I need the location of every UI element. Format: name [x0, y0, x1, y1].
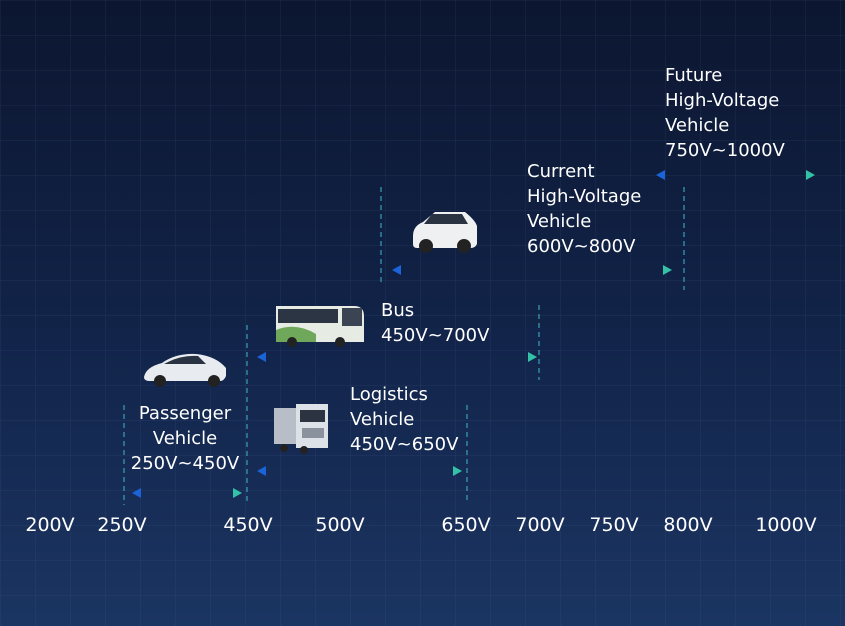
current-hv-vehicle-label: Current High-Voltage Vehicle 600V~800V [527, 159, 641, 259]
axis-tick-650v: 650V [441, 514, 491, 536]
axis-tick-700v: 700V [515, 514, 565, 536]
label-line: Bus [381, 300, 415, 321]
label-line: Passenger [138, 403, 232, 424]
bus-label: Bus 450V~700V [381, 298, 489, 348]
label-range: 600V~800V [527, 236, 636, 257]
label-range: 450V~650V [350, 434, 459, 455]
suv-icon [413, 212, 477, 253]
axis-tick-800v: 800V [663, 514, 713, 536]
axis-tick-450v: 450V [223, 514, 273, 536]
label-line: High-Voltage [665, 90, 780, 111]
label-line: Vehicle [527, 211, 592, 232]
label-line: Vehicle [350, 409, 415, 430]
axis-tick-750v: 750V [589, 514, 639, 536]
axis-tick-1000v: 1000V [755, 514, 817, 536]
label-range: 750V~1000V [665, 140, 785, 161]
label-line: Vehicle [152, 428, 218, 449]
bus-icon [276, 306, 364, 347]
label-line: High-Voltage [527, 186, 642, 207]
axis-tick-250v: 250V [97, 514, 147, 536]
sedan-car-icon [144, 353, 226, 387]
label-line: Vehicle [665, 115, 730, 136]
axis-tick-200v: 200V [25, 514, 75, 536]
passenger-vehicle-label: Passenger Vehicle 250V~450V [110, 401, 260, 476]
logistics-vehicle-label: Logistics Vehicle 450V~650V [350, 382, 458, 457]
label-range: 250V~450V [130, 453, 240, 474]
label-line: Logistics [350, 384, 428, 405]
label-line: Future [665, 65, 723, 86]
future-hv-vehicle-label: Future High-Voltage Vehicle 750V~1000V [665, 63, 785, 163]
label-range: 450V~700V [381, 325, 490, 346]
label-line: Current [527, 161, 595, 182]
axis-tick-500v: 500V [315, 514, 365, 536]
truck-icon [274, 404, 328, 454]
